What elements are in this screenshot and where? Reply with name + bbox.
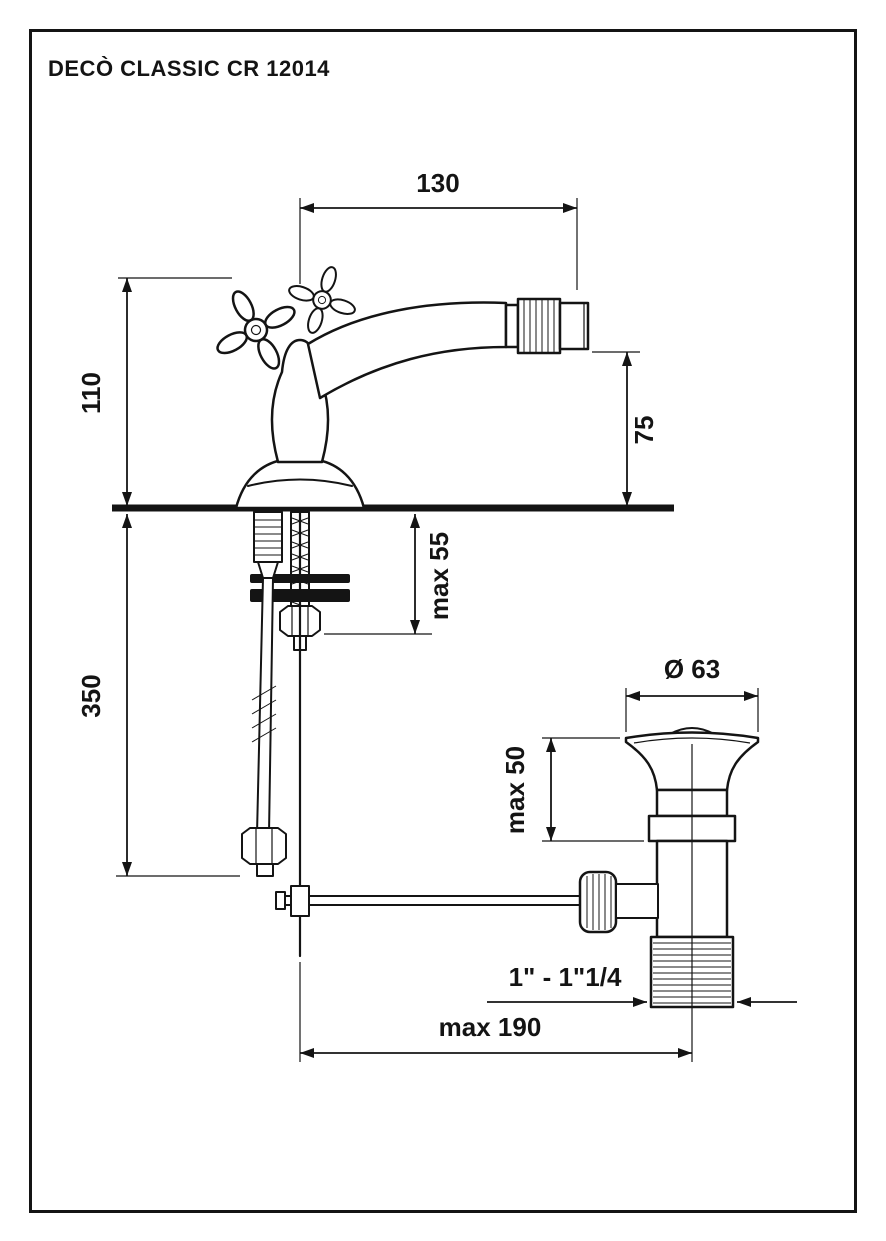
cross-handle-rear (288, 266, 356, 334)
dimension-max-reach: max 190 (299, 962, 692, 1062)
dimension-flange-diameter: Ø 63 (625, 654, 759, 732)
rod-clamp (290, 885, 310, 917)
dimension-max-reach-label: max 190 (439, 1012, 542, 1042)
dimension-drain-thread: 1" - 1"1/4 (487, 962, 797, 1007)
lever-rod (283, 895, 585, 906)
dimension-spout-height: 75 (592, 351, 659, 506)
lever-socket (615, 883, 659, 919)
dimension-drain-height: max 50 (500, 737, 644, 842)
hose-nut (241, 827, 287, 865)
pop-up-linkage (275, 870, 659, 934)
cross-handle-front (216, 290, 296, 370)
supply-hose (241, 511, 287, 877)
dimension-max-deck: max 55 (324, 514, 454, 635)
dimension-body-height-label: 110 (76, 372, 106, 414)
dimension-spout-height-label: 75 (629, 416, 659, 445)
dimension-max-deck-label: max 55 (424, 532, 454, 620)
dimension-supply-length: 350 (76, 514, 240, 877)
dimension-body-height: 110 (76, 277, 232, 506)
dimension-drain-height-label: max 50 (500, 746, 530, 834)
dimension-overall-width: 130 (300, 168, 578, 290)
lever-rod-cap (275, 891, 286, 910)
drawing-title: DECÒ CLASSIC CR 12014 (48, 56, 330, 81)
hose-break-marks (251, 685, 277, 743)
drain-assembly (624, 727, 760, 1062)
spout (306, 301, 508, 400)
dimension-supply-length-label: 350 (76, 674, 106, 717)
spray-nozzle (504, 297, 590, 355)
sheet-border (29, 29, 857, 1213)
dimension-drain-thread-label: 1" - 1"1/4 (509, 962, 622, 992)
dimension-flange-diameter-label: Ø 63 (664, 654, 720, 684)
dimension-overall-width-label: 130 (416, 168, 459, 198)
knurled-joint (578, 870, 618, 934)
